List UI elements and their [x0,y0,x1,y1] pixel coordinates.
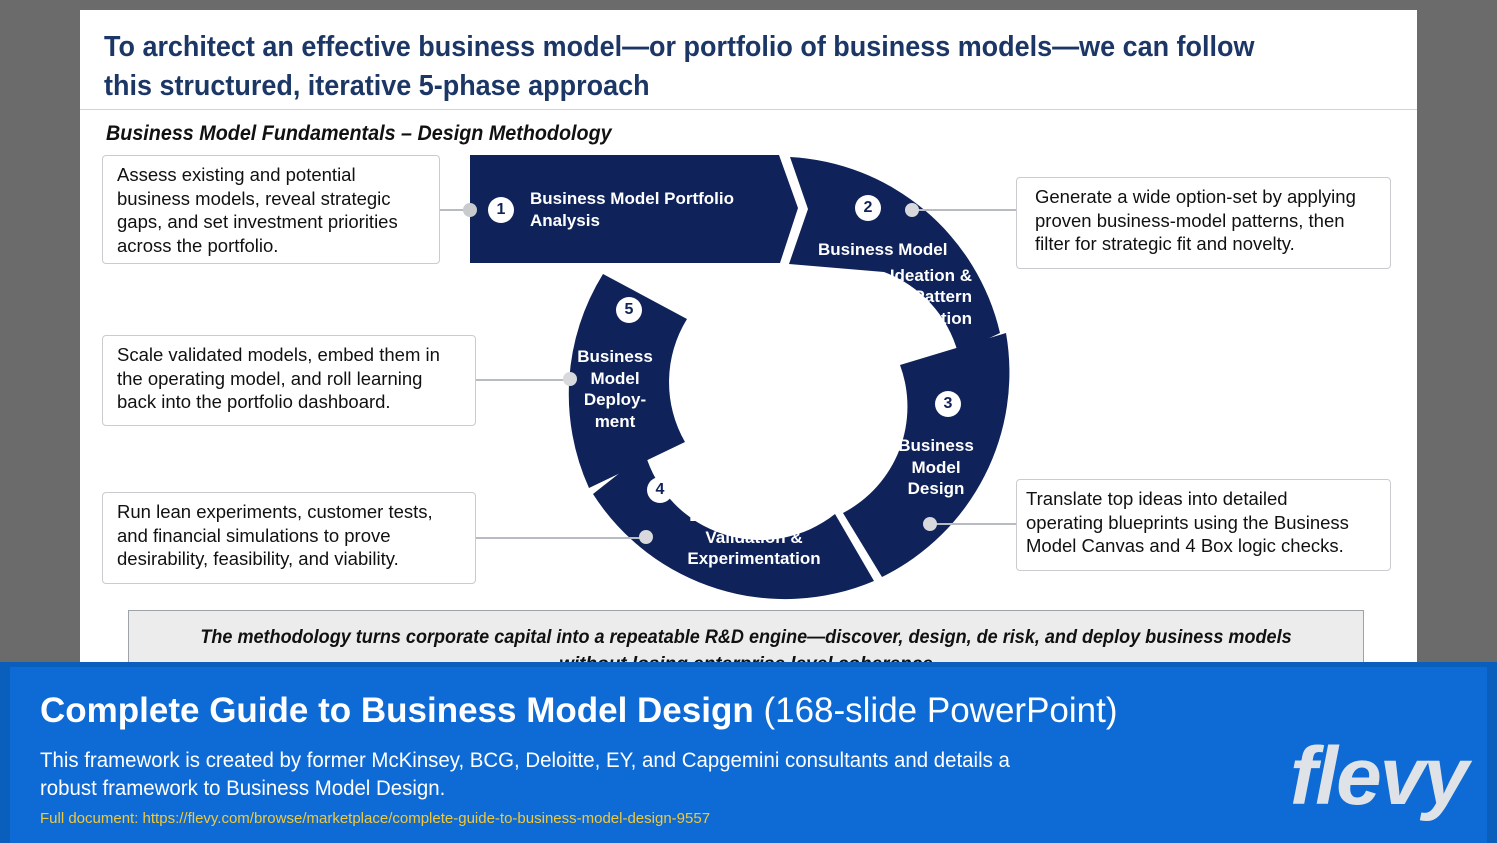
phase-4-description-line: and financial simulations to prove [117,524,391,546]
phase-3-description-line: operating blueprints using the Business [1026,511,1349,533]
phase-1-label-line: Business Model Portfolio [530,189,735,208]
phase-2-label-line: Business Model [818,240,948,259]
phase-1-description-line: business models, reveal strategic [117,187,391,209]
phase-3-label-line: Model [911,457,961,477]
phase-4-description-line: desirability, feasibility, and viability… [117,548,399,569]
phase-2-description-line: Generate a wide option-set by applying [1035,186,1356,207]
phase-3-connector-dot [923,517,937,531]
flevy-logo: flevy [1290,731,1469,822]
phase-1-label: Business Model Portfolio Analysis [530,188,734,231]
phase-1-number-badge: 1 [488,197,514,223]
phase-1-description-line: gaps, and set investment priorities [117,211,398,232]
phase-2-connector-dot [905,203,919,217]
phase-1-description-line: Assess existing and potential [117,164,356,185]
phase-2-label: Business Model Ideation & Pattern Select… [818,239,972,329]
phase-2-number-badge: 2 [855,195,881,221]
phase-2-connector [912,209,1017,211]
cycle-diagram [470,155,1010,600]
banner-title-main: Complete Guide to Business Model Design [40,691,754,730]
phase-5-description-line: Scale validated models, embed them in [117,344,440,365]
phase-3-label-line: Business [898,436,974,455]
phase-5-description: Scale validated models, embed them in th… [102,335,476,426]
banner-title-suffix: (168-slide PowerPoint) [753,691,1118,730]
phase-2-label-line: Selection [896,308,972,328]
phase-5-label-line: Deploy- [583,390,647,409]
phase-2-description-line: proven business-model patterns, then [1035,209,1345,231]
promo-banner [0,662,1497,843]
phase-2-description-line: filter for strategic fit and novelty. [1035,233,1295,254]
takeaway-line: The methodology turns corporate capital … [200,627,1292,648]
phase-1-description-line: across the portfolio. [117,234,279,256]
phase-5-description-line: back into the portfolio dashboard. [117,391,391,412]
phase-1-description: Assess existing and potential business m… [102,155,440,264]
phase-3-label: Business Model Design [888,435,984,500]
phase-4-label-line: Business Model [689,506,819,525]
phase-1-connector [439,209,470,211]
phase-3-label-line: Design [907,479,965,498]
slide-title: To architect an effective business model… [104,31,1255,102]
phase-4-label-line: Experimentation [687,549,821,568]
phase-5-connector-dot [563,372,577,386]
phase-1-connector-dot [463,203,477,217]
phase-4-connector-dot [639,530,653,544]
slide: To architect an effective business model… [80,10,1417,710]
banner-title: Complete Guide to Business Model Design … [40,691,1118,731]
phase-5-label-line: Model [590,368,640,388]
phase-3-description: Translate top ideas into detailed operat… [1016,479,1391,571]
phase-5-description-line: the operating model, and roll learning [117,367,423,389]
phase-2-segment [789,157,1000,353]
phase-4-label-line: Validation & [705,527,803,547]
phase-5-label-line: ment [594,411,636,431]
phase-2-label-line: Pattern [913,287,972,306]
phase-5-label: Business Model Deploy- ment [565,346,665,432]
phase-1-label-line: Analysis [530,210,600,230]
phase-3-segment [843,333,1010,577]
phase-4-number-badge: 4 [647,477,673,503]
phase-3-description-line: Translate top ideas into detailed [1026,488,1288,509]
phase-3-description-line: Model Canvas and 4 Box logic checks. [1026,535,1344,556]
phase-3-connector [930,523,1017,525]
promo-banner-panel [10,667,1487,843]
phase-4-description: Run lean experiments, customer tests, an… [102,492,476,584]
phase-2-description: Generate a wide option-set by applying p… [1016,177,1391,269]
title-divider [80,109,1417,110]
phase-5-label-line: Business [577,347,653,366]
phase-3-number-badge: 3 [935,391,961,417]
phase-4-label: Business Model Validation & Experimentat… [674,505,834,570]
phase-2-label-line: Ideation & [889,265,972,285]
phase-5-segment [568,274,687,488]
phase-5-connector [475,379,570,381]
slide-subtitle: Business Model Fundamentals – Design Met… [106,122,612,145]
phase-1-segment [470,155,798,263]
phase-4-segment [593,453,874,600]
phase-4-description-line: Run lean experiments, customer tests, [117,501,433,522]
phase-4-connector [475,537,645,539]
phase-5-number-badge: 5 [616,297,642,323]
full-document-link[interactable]: Full document: https://flevy.com/browse/… [40,810,711,827]
banner-description: This framework is created by former McKi… [40,748,1010,800]
